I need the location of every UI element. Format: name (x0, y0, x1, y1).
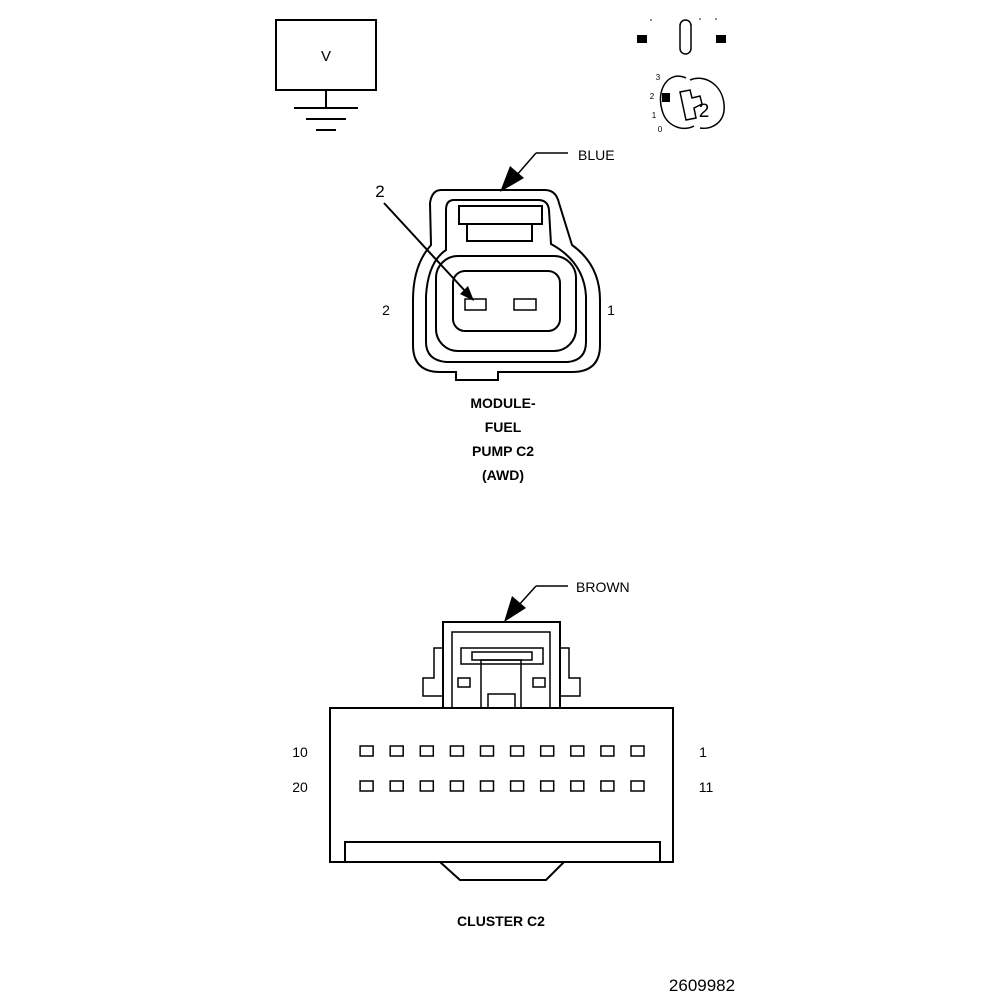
ground-icon (294, 90, 358, 131)
key-position-2: 2 (650, 92, 655, 101)
pin-callout-number: 2 (375, 182, 384, 201)
connector-name-line-4: (AWD) (482, 467, 524, 483)
cavity-pin-17 (449, 780, 465, 792)
cavity-pin-15 (509, 780, 525, 792)
figure-number: 2609982 (669, 976, 735, 995)
cavity-pin-3 (570, 745, 585, 757)
cavity-pin-19 (389, 780, 404, 792)
row2-right-label: 11 (699, 779, 714, 795)
cavity-pin-2 (464, 298, 487, 311)
connector-name-line-3: PUMP C2 (472, 443, 534, 459)
fuel-pump-connector: BLUE 2 2 1 MODULE- FUEL PUMP C2 (AWD) (375, 147, 615, 483)
connector-name-line-2: FUEL (485, 419, 522, 435)
ignition-key-icon: 3 2 1 0 2 (637, 18, 726, 134)
key-position-3: 3 (656, 73, 661, 82)
cavity-pin-10 (359, 745, 374, 757)
cavity-pin-14 (539, 780, 555, 792)
key-badge: 2 (699, 101, 710, 122)
pin-label-right: 1 (607, 302, 615, 318)
cavity-pin-1 (513, 298, 537, 311)
key-position-1: 1 (652, 111, 657, 120)
cavity-pin-1 (630, 745, 645, 757)
row2-left-label: 20 (292, 779, 308, 795)
cluster-connector: BROWN 10 1 20 11 CLUSTER C2 (292, 579, 713, 929)
row1-left-label: 10 (292, 744, 308, 760)
cavity-pin-2 (600, 745, 615, 757)
cavity-pin-18 (419, 780, 435, 792)
voltmeter-symbol: V (275, 19, 377, 131)
key-position-0: 0 (658, 125, 663, 134)
pin-row-bottom (359, 780, 645, 792)
cavity-pin-6 (479, 745, 495, 757)
voltmeter-label: V (321, 48, 331, 65)
cavity-pin-9 (389, 745, 404, 757)
cavity-pin-8 (419, 745, 435, 757)
cavity-pin-11 (630, 780, 645, 792)
connector-color-label: BROWN (576, 579, 630, 595)
connector-name: CLUSTER C2 (457, 913, 545, 929)
cavity-pin-20 (359, 780, 374, 792)
row1-right-label: 1 (699, 744, 707, 760)
pin-label-left: 2 (382, 302, 390, 318)
cavity-pin-4 (539, 745, 555, 757)
cavity-pin-13 (570, 780, 585, 792)
connector-color-label: BLUE (578, 147, 615, 163)
pin-row-top (359, 745, 645, 757)
connector-name-line-1: MODULE- (470, 395, 536, 411)
cavity-pin-7 (449, 745, 465, 757)
cavity-pin-5 (509, 745, 525, 757)
cavity-pin-12 (600, 780, 615, 792)
cavity-pin-16 (479, 780, 495, 792)
